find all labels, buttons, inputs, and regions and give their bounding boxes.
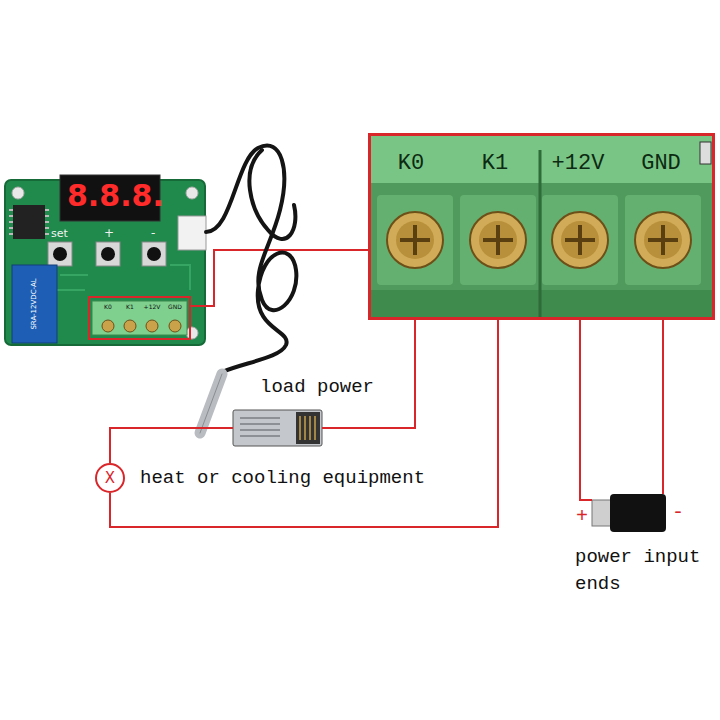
load-power-supply: load power (233, 410, 322, 446)
button-label: + (104, 227, 114, 239)
terminal-label: K0 (398, 151, 424, 177)
terminal-label: +12V (552, 151, 605, 177)
pin-label: +12V (144, 304, 161, 310)
pin-label: K0 (104, 304, 112, 310)
wire (110, 320, 498, 527)
wire (110, 428, 233, 463)
node-heading: power input ends (575, 544, 715, 597)
power-supply-picture (233, 410, 322, 446)
button-label: set (51, 228, 68, 239)
pin-label: K1 (126, 304, 134, 310)
node-heading: load power (260, 377, 374, 398)
polarity-mark: - (672, 503, 684, 523)
pin-label: GND (168, 304, 182, 310)
button-label: - (151, 227, 155, 239)
relay-marking: SRA-12VDC-AL (31, 278, 38, 329)
wire (662, 320, 664, 494)
terminal-zoom: K0 K1 +12V GND (368, 133, 715, 320)
terminal-label: K1 (482, 151, 508, 177)
display-digits: 8.8.8. (67, 181, 164, 211)
load-symbol: X (105, 471, 115, 486)
wire (322, 320, 415, 428)
thermostat-board (5, 175, 206, 345)
equipment-symbol: Xheat or cooling equipment (95, 463, 125, 493)
node-heading: heat or cooling equipment (140, 468, 425, 489)
wire (580, 320, 592, 500)
dc-plug-picture (592, 494, 666, 532)
terminal-label: GND (641, 151, 681, 177)
zoom-leader (190, 250, 368, 306)
power-jack: +-power input ends (592, 494, 666, 532)
terminal-zoom-picture (368, 133, 715, 320)
polarity-mark: + (576, 507, 588, 527)
